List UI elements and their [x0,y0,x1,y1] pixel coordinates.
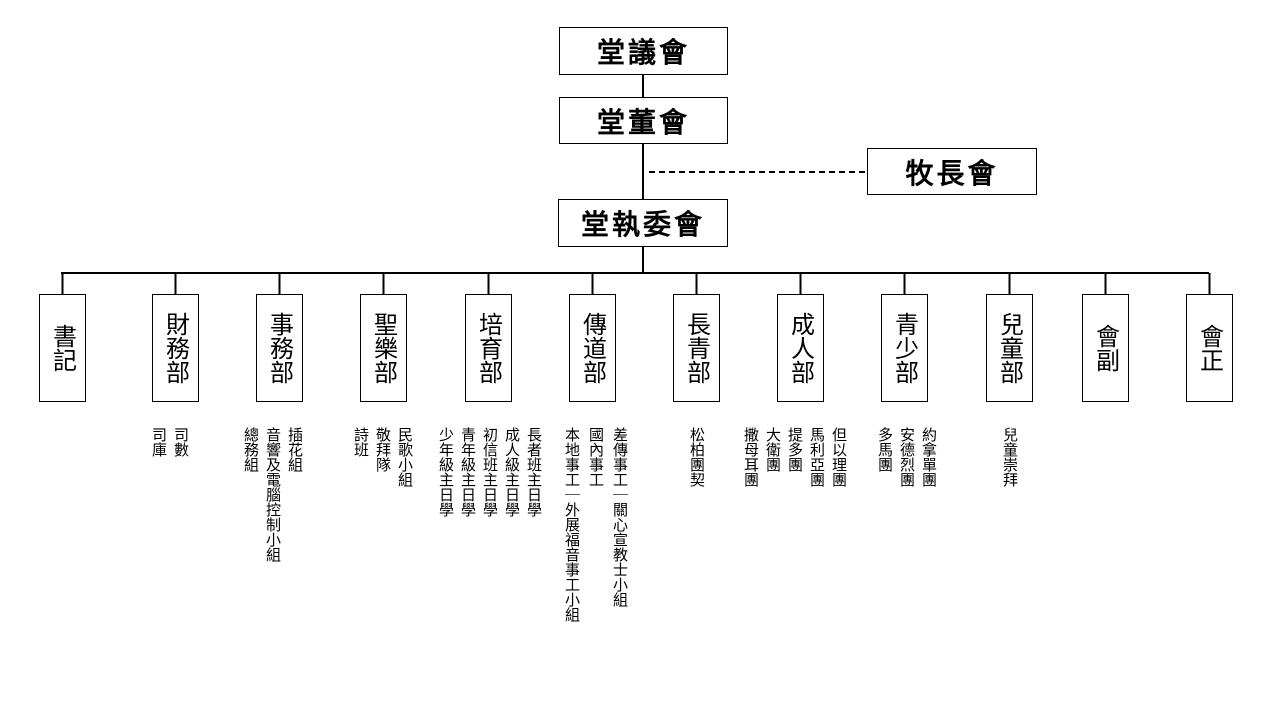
dept-label: 培育部 [474,312,503,384]
pastoral-box: 牧長會 [867,148,1037,195]
executive-label: 堂執委會 [580,208,705,241]
seniors-subgroups: 松柏團契 [688,427,706,717]
youth-subgroups: 約拿單團 安德烈團 多馬團 [876,427,938,717]
subgroup-item: 本地事工｜外展福音事工小組 [563,427,581,622]
subgroup-item: 民歌小組 [396,427,414,487]
subgroup-item: 敬拜隊 [374,427,392,472]
dept-seniors: 長青部 [673,294,720,402]
subgroup-item: 音響及電腦控制小組 [264,427,282,562]
subgroup-item: 大衛團 [764,427,782,472]
children-subgroups: 兒童崇拜 [1001,427,1019,717]
dept-nurture: 培育部 [465,294,512,402]
subgroup-item: 馬利亞團 [808,427,826,487]
subgroup-item: 成人級主日學 [503,427,521,517]
dept-youth: 青少部 [881,294,928,402]
nurture-subgroups: 長者班主日學 成人級主日學 初信班主日學 青年級主日學 少年級主日學 [437,427,543,717]
subgroup-item: 提多團 [786,427,804,472]
dept-finance: 財務部 [152,294,199,402]
dept-label: 傳道部 [578,312,607,384]
dept-label: 事務部 [265,312,294,384]
dept-label: 兒童部 [995,312,1024,384]
board-label: 堂董會 [596,105,690,139]
dept-music: 聖樂部 [360,294,407,402]
subgroup-item: 約拿單團 [920,427,938,487]
council-label: 堂議會 [596,36,690,69]
board-box: 堂董會 [559,97,728,144]
dept-adults: 成人部 [777,294,824,402]
dept-label: 書記 [48,324,77,372]
council-box: 堂議會 [559,27,728,75]
subgroup-item: 司數 [172,427,190,457]
dept-vice-chair: 會副 [1082,294,1129,402]
dept-label: 聖樂部 [369,312,398,384]
subgroup-item: 撒母耳團 [742,427,760,487]
executive-box: 堂執委會 [558,199,728,247]
subgroup-item: 松柏團契 [688,427,706,487]
music-subgroups: 民歌小組 敬拜隊 詩班 [352,427,414,717]
dept-secretary: 書記 [39,294,86,402]
subgroup-item: 安德烈團 [898,427,916,487]
subgroup-item: 多馬團 [876,427,894,472]
subgroup-item: 插花組 [286,427,304,472]
adults-subgroups: 但以理團 馬利亞團 提多團 大衛團 撒母耳團 [742,427,848,717]
dept-children: 兒童部 [986,294,1033,402]
subgroup-item: 詩班 [352,427,370,457]
subgroup-item: 少年級主日學 [437,427,455,517]
subgroup-item: 兒童崇拜 [1001,427,1019,487]
subgroup-item: 長者班主日學 [525,427,543,517]
subgroup-item: 差傳事工｜關心宣教士小組 [611,427,629,607]
department-drops [61,273,1211,294]
subgroup-item: 國內事工 [587,427,605,487]
dept-chair: 會正 [1186,294,1233,402]
subgroup-item: 司庫 [150,427,168,457]
dept-label: 長青部 [682,312,711,384]
affairs-subgroups: 插花組 音響及電腦控制小組 總務組 [242,427,304,717]
dept-label: 成人部 [786,312,815,384]
dept-label: 青少部 [890,312,919,384]
evangelism-subgroups: 差傳事工｜關心宣教士小組 國內事工 本地事工｜外展福音事工小組 [563,427,629,717]
subgroup-item: 青年級主日學 [459,427,477,517]
subgroup-item: 總務組 [242,427,260,472]
finance-subgroups: 司數 司庫 [150,427,190,717]
subgroup-item: 初信班主日學 [481,427,499,517]
pastoral-label: 牧長會 [905,156,999,190]
dept-label: 會副 [1091,324,1120,372]
dept-label: 財務部 [161,312,190,384]
dept-label: 會正 [1195,324,1224,372]
dept-affairs: 事務部 [256,294,303,402]
subgroup-item: 但以理團 [830,427,848,487]
dept-evangelism: 傳道部 [569,294,616,402]
